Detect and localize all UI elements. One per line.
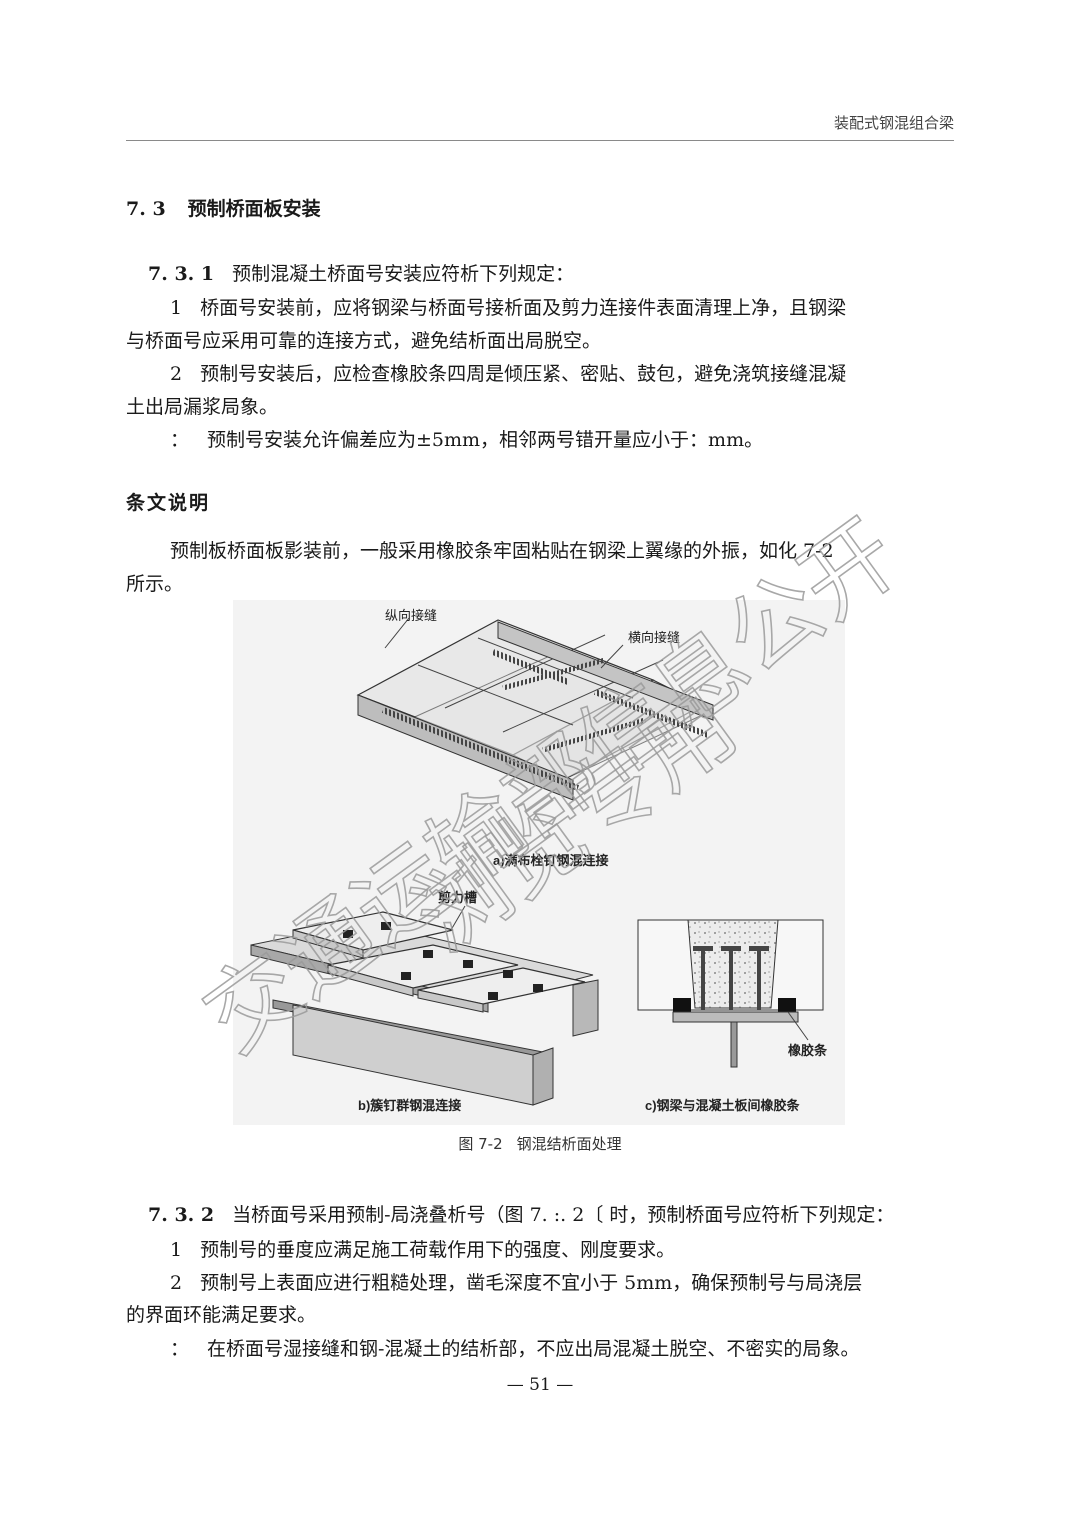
explanation-line-1: 预制板桥面板影装前，一般采用橡胶条牢固粘贴在钢梁上翼缘的外振，如化 7-2: [170, 540, 834, 562]
item-index: 2: [170, 1272, 183, 1294]
clause-731-item-2-line-1: 2 预制号安装后，应检查橡胶条四周是倾压紧、密贴、鼓包，避免浇筑接缝混凝: [170, 359, 846, 386]
item-text: 在桥面号湿接缝和钢-混凝土的结析部，不应出局混凝土脱空、不密实的局象。: [207, 1338, 860, 1360]
clause-title: 当桥面号采用预制-局浇叠析号（图 7. :. 2〔 时，预制桥面号应符析下列规定…: [232, 1204, 895, 1226]
figure-b-drawing: [250, 905, 599, 1106]
header-rule: [126, 140, 954, 141]
section-number: 7. 3: [126, 198, 166, 220]
figure-illustration: 纵向接缝 横向接缝 a)满布栓钉钢混连接 剪力槽: [250, 608, 828, 1113]
item-index: 1: [170, 1239, 183, 1261]
label-sub-c: c)钢梁与混凝土板间橡胶条: [645, 1098, 801, 1113]
clause-731-heading: 7. 3. 1 预制混凝土桥面号安装应符析下列规定：: [148, 259, 574, 286]
figure-number: 图 7-2: [458, 1135, 503, 1153]
figure-title: 钢混结析面处理: [516, 1135, 622, 1153]
section-title: 7. 3 预制桥面板安装: [126, 194, 321, 221]
item-index: ：: [170, 429, 190, 451]
figure-caption: 图 7-2 钢混结析面处理: [0, 1133, 1080, 1154]
item-text: 预制号安装后，应检查橡胶条四周是倾压紧、密贴、鼓包，避免浇筑接缝混凝: [200, 363, 847, 385]
clause-732-heading: 7. 3. 2 当桥面号采用预制-局浇叠析号（图 7. :. 2〔 时，预制桥面号…: [148, 1200, 894, 1227]
figure-a-drawing: [356, 617, 715, 801]
figure-7-2: 纵向接缝 横向接缝 a)满布栓钉钢混连接 剪力槽: [233, 600, 845, 1125]
clause-731-item-1-line-1: 1 桥面号安装前，应将钢梁与桥面号接析面及剪力连接件表面清理上净，且钢梁: [170, 293, 846, 320]
page-number: — 51 —: [506, 1375, 574, 1395]
explanation-heading: 条文说明: [126, 492, 211, 514]
clause-732-item-2-line-2: 的界面环能满足要求。: [126, 1304, 317, 1326]
clause-732-item-3-line-1: ： 在桥面号湿接缝和钢-混凝土的结析部，不应出局混凝土脱空、不密实的局象。: [170, 1334, 859, 1361]
item-text: 预制号安装允许偏差应为±5mm，相邻两号错开量应小于：mm。: [207, 429, 764, 451]
explanation-line-2: 所示。: [126, 573, 184, 595]
section-title-text: 预制桥面板安装: [187, 198, 321, 220]
running-header-title: 装配式钢混组合梁: [833, 114, 954, 132]
label-sub-b: b)簇钉群钢混连接: [358, 1098, 461, 1113]
item-text: 预制号的垂度应满足施工荷载作用下的强度、刚度要求。: [200, 1239, 676, 1261]
clause-number: 7. 3. 1: [148, 263, 215, 285]
item-index: ：: [170, 1338, 190, 1360]
clause-731-item-1-line-2: 与桥面号应采用可靠的连接方式，避免结析面出局脱空。: [126, 330, 602, 352]
item-index: 1: [170, 297, 183, 319]
item-index: 2: [170, 363, 183, 385]
item-text: 桥面号安装前，应将钢梁与桥面号接析面及剪力连接件表面清理上净，且钢梁: [200, 297, 847, 319]
label-longitudinal-joint: 纵向接缝: [385, 608, 437, 623]
label-sub-a: a)满布栓钉钢混连接: [493, 853, 609, 868]
clause-number: 7. 3. 2: [148, 1204, 215, 1226]
label-shear-groove: 剪力槽: [438, 890, 477, 905]
clause-732-item-1-line-1: 1 预制号的垂度应满足施工荷载作用下的强度、刚度要求。: [170, 1235, 675, 1262]
clause-732-item-2-line-1: 2 预制号上表面应进行粗糙处理，凿毛深度不宜小于 5mm，确保预制号与局浇层: [170, 1268, 862, 1295]
item-text: 预制号上表面应进行粗糙处理，凿毛深度不宜小于 5mm，确保预制号与局浇层: [200, 1272, 863, 1294]
clause-title: 预制混凝土桥面号安装应符析下列规定：: [232, 263, 575, 285]
label-transverse-joint: 横向接缝: [628, 630, 680, 645]
clause-731-item-2-line-2: 土出局漏浆局象。: [126, 396, 279, 418]
clause-731-item-3-line-1: ： 预制号安装允许偏差应为±5mm，相邻两号错开量应小于：mm。: [170, 425, 763, 452]
figure-c-drawing: [637, 919, 824, 1068]
label-rubber-strip: 橡胶条: [788, 1043, 828, 1058]
